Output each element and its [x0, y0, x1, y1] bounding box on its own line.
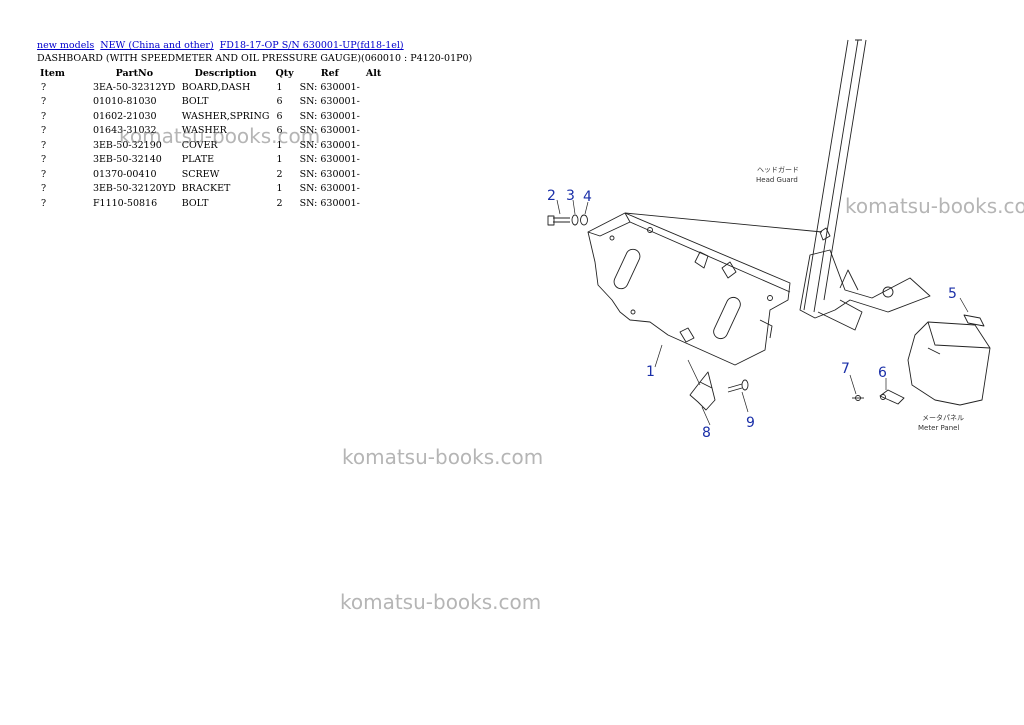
header-ref: Ref: [320, 67, 339, 79]
cell-description: COVER: [181, 139, 218, 151]
cell-partno: 3EB-50-32190: [92, 139, 162, 151]
page-title: DASHBOARD (WITH SPEEDMETER AND OIL PRESS…: [37, 53, 473, 64]
bracket-drawing: [689, 371, 749, 411]
head-guard-drawing: [799, 39, 931, 331]
cell-qty: 6: [276, 96, 283, 108]
cell-ref: SN: 630001-: [299, 81, 360, 93]
cell-item: ?: [41, 197, 47, 209]
header-qty: Qty: [275, 67, 294, 79]
cell-item: ?: [41, 168, 47, 180]
callout-1: 1: [646, 364, 655, 380]
cell-ref: SN: 630001-: [299, 125, 360, 137]
table-row: ? 01643-31032 WASHER 6 SN: 630001-: [37, 124, 384, 139]
cell-ref: SN: 630001-: [299, 154, 360, 166]
cell-partno: 01010-81030: [92, 96, 157, 108]
cell-description: WASHER,SPRING: [181, 110, 270, 122]
cell-ref: SN: 630001-: [299, 139, 360, 151]
bolt-washer-set-drawing: [547, 214, 588, 226]
cell-qty: 1: [276, 154, 283, 166]
cell-item: ?: [41, 139, 47, 151]
cell-description: SCREW: [181, 168, 220, 180]
watermark: komatsu-books.com: [119, 124, 321, 148]
head-guard-label-jp: ヘッドガード: [757, 165, 799, 174]
cell-ref: SN: 630001-: [299, 96, 360, 108]
callout-2: 2: [547, 188, 556, 204]
meter-panel-drawing: [907, 314, 991, 406]
parts-table: Item PartNo Description Qty Ref Alt ? 3E…: [37, 66, 384, 211]
callout-4: 4: [583, 189, 592, 205]
callout-7: 7: [841, 361, 850, 377]
cell-item: ?: [41, 81, 47, 93]
table-row: ? 01370-00410 SCREW 2 SN: 630001-: [37, 167, 384, 182]
table-row: ? 3EA-50-32312YD BOARD,DASH 1 SN: 630001…: [37, 80, 384, 95]
cell-qty: 1: [276, 139, 283, 151]
breadcrumb-link-model[interactable]: FD18-17-OP S/N 630001-UP(fd18-1el): [219, 40, 404, 51]
meter-panel-label-en: Meter Panel: [918, 424, 959, 432]
table-row: ? 01602-21030 WASHER,SPRING 6 SN: 630001…: [37, 109, 384, 124]
watermark: komatsu-books.com: [340, 590, 542, 614]
cell-description: BOLT: [181, 197, 209, 209]
header-alt: Alt: [365, 67, 382, 79]
table-row: ? 3EB-50-32190 COVER 1 SN: 630001-: [37, 138, 384, 153]
screw-drawing: [852, 389, 905, 405]
watermark: komatsu-books.com: [342, 445, 544, 469]
breadcrumb-link-new-models[interactable]: new models: [37, 40, 95, 51]
cell-description: BOLT: [181, 96, 209, 108]
table-row: ? 3EB-50-32140 PLATE 1 SN: 630001-: [37, 153, 384, 168]
cell-partno: 3EA-50-32312YD: [92, 81, 176, 93]
cell-qty: 6: [276, 125, 283, 137]
cell-ref: SN: 630001-: [299, 168, 360, 180]
cell-item: ?: [41, 125, 47, 137]
cell-qty: 2: [276, 197, 283, 209]
cell-ref: SN: 630001-: [299, 197, 360, 209]
callout-9: 9: [746, 415, 755, 431]
cell-item: ?: [41, 183, 47, 195]
cell-ref: SN: 630001-: [299, 110, 360, 122]
cell-qty: 1: [276, 81, 283, 93]
cell-partno: 3EB-50-32120YD: [92, 183, 176, 195]
head-guard-label-en: Head Guard: [756, 176, 798, 184]
callout-8: 8: [702, 425, 711, 441]
callout-6: 6: [878, 365, 887, 381]
cell-item: ?: [41, 110, 47, 122]
table-row: ? 01010-81030 BOLT 6 SN: 630001-: [37, 95, 384, 110]
cell-partno: 3EB-50-32140: [92, 154, 162, 166]
cell-description: BRACKET: [181, 183, 231, 195]
breadcrumb-link-new-china[interactable]: NEW (China and other): [100, 40, 214, 51]
cell-qty: 2: [276, 168, 283, 180]
leader-lines: [556, 199, 969, 426]
header-partno: PartNo: [115, 67, 154, 79]
meter-panel-label-jp: メータパネル: [922, 413, 964, 422]
header-item: Item: [40, 67, 65, 79]
cell-description: PLATE: [181, 154, 215, 166]
callout-3: 3: [566, 188, 575, 204]
table-row: ? F1110-50816 BOLT 2 SN: 630001-: [37, 196, 384, 211]
table-row: ? 3EB-50-32120YD BRACKET 1 SN: 630001-: [37, 182, 384, 197]
watermark: komatsu-books.com: [845, 194, 1024, 218]
cell-item: ?: [41, 154, 47, 166]
cell-description: BOARD,DASH: [181, 81, 251, 93]
cell-qty: 1: [276, 183, 283, 195]
header-description: Description: [194, 67, 257, 79]
cell-qty: 6: [276, 110, 283, 122]
cell-partno: 01643-31032: [92, 125, 157, 137]
cell-partno: 01370-00410: [92, 168, 157, 180]
dashboard-board-drawing: [587, 212, 823, 366]
breadcrumb: new models NEW (China and other) FD18-17…: [37, 40, 407, 51]
table-header-row: Item PartNo Description Qty Ref Alt: [37, 66, 384, 80]
callout-5: 5: [948, 286, 957, 302]
cell-ref: SN: 630001-: [299, 183, 360, 195]
cell-description: WASHER: [181, 125, 227, 137]
cell-partno: F1110-50816: [92, 197, 158, 209]
cell-item: ?: [41, 96, 47, 108]
cell-partno: 01602-21030: [92, 110, 157, 122]
